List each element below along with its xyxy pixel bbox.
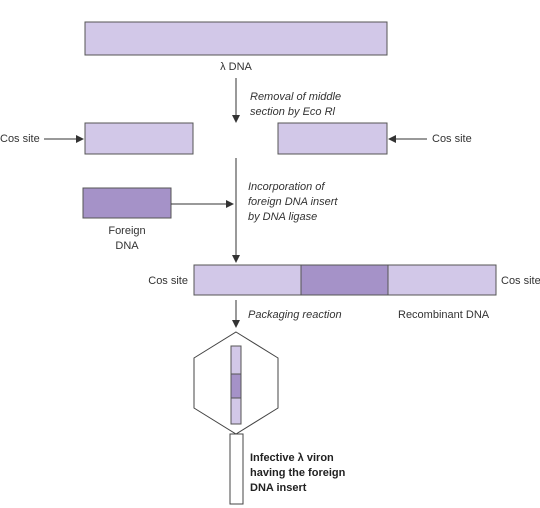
foreign-dna-label-line2: DNA [115, 240, 139, 252]
removal-label-line2: section by Eco Rl [250, 106, 336, 118]
cos-site-recombinant-right-label: Cos site [501, 275, 540, 287]
incorporation-label-line1: Incorporation of [248, 181, 325, 193]
virion-label-line3: DNA insert [250, 482, 307, 494]
foreign-dna-bar [82, 187, 172, 219]
cos-site-recombinant-left-label: Cos site [148, 275, 188, 287]
packaging-label: Packaging reaction [248, 309, 342, 321]
virion-label-line1: Infective λ viron [250, 452, 334, 464]
lambda-dna-bar [84, 21, 388, 56]
incorporation-label-line2: foreign DNA insert [248, 196, 338, 208]
left-arm-fragment [84, 122, 194, 155]
cos-site-right-label: Cos site [432, 133, 472, 145]
recombinant-insert [300, 264, 389, 296]
packaged-dna-upper [230, 345, 242, 375]
recombinant-right-arm [387, 264, 497, 296]
phage-tail [229, 433, 244, 505]
foreign-dna-label-line1: Foreign [108, 225, 145, 237]
recombinant-left-arm [193, 264, 302, 296]
incorporation-label-line3: by DNA ligase [248, 211, 317, 223]
removal-label-line1: Removal of middle [250, 91, 341, 103]
packaged-dna-insert [230, 373, 242, 399]
lambda-dna-label: λ DNA [220, 61, 252, 73]
virion-label-line2: having the foreign [250, 467, 346, 479]
recombinant-dna-label: Recombinant DNA [398, 309, 490, 321]
right-arm-fragment [277, 122, 388, 155]
cos-site-left-label: Cos site [0, 133, 40, 145]
packaged-dna-lower [230, 397, 242, 425]
